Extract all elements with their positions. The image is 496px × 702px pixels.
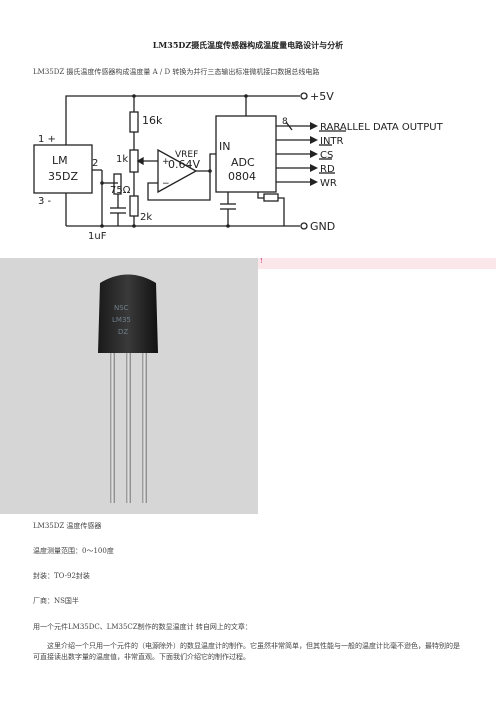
article-body: 这里介绍一个只用一个元件的（电源除外）的数显温度计的制作。它虽然非常简单，但其性… [33, 641, 463, 663]
label-pin2: 2 [92, 158, 98, 169]
label-1k: 1k [116, 154, 128, 165]
label-2k: 2k [140, 212, 152, 223]
sensor-photo: NSC LM35 DZ [0, 258, 258, 514]
resistor-16k [129, 111, 139, 133]
opamp [157, 148, 198, 194]
label-parallel-output: RARALLEL DATA OUTPUT [320, 122, 444, 133]
article-source: 用一个元件LM35DC、LM35CZ制作的数显温度计 转自网上的文章： [33, 623, 252, 631]
chip-marking-1: NSC [114, 304, 129, 312]
spec-range: 温度测量范围：0～100度 [33, 547, 114, 555]
to92-body [98, 274, 158, 353]
label-16k: 16k [142, 114, 163, 127]
label-opamp-minus: − [162, 179, 170, 189]
label-rd: RD [320, 164, 335, 175]
vcc-terminal [300, 92, 308, 100]
label-vref-value: 0.64V [168, 158, 200, 171]
label-5v: +5V [310, 90, 334, 103]
label-vref: VREF [175, 150, 198, 160]
label-adc-in: IN [219, 140, 230, 153]
resistor-2k [129, 195, 139, 217]
article-body-text: 这里介绍一个只用一个元件的（电源除外）的数显温度计的制作。它虽然非常简单，但其性… [33, 642, 460, 661]
label-pin1: 1 + [38, 134, 56, 145]
label-adc: ADC [231, 156, 255, 169]
spec-package: 封装：TO-92封装 [33, 572, 90, 580]
gnd-terminal [300, 222, 308, 230]
pink-strip [258, 258, 496, 269]
to92-leads [110, 353, 147, 503]
chip-marking-3: DZ [118, 328, 128, 336]
error-mark: ! [260, 258, 263, 265]
label-gnd: GND [310, 220, 335, 233]
label-lm: LM [52, 154, 68, 167]
label-opamp-plus: + [162, 157, 170, 167]
spec-maker: 厂商：NS国半 [33, 597, 79, 605]
label-bus-width: 8 [282, 117, 288, 127]
vcc-rail [65, 95, 300, 145]
label-pin3: 3 - [38, 196, 52, 207]
intro-text: LM35DZ 摄氏温度传感器构成温度量 A / D 转换为并行三态输出标准微机接… [33, 68, 320, 76]
label-75: 75Ω [110, 185, 131, 196]
chip-marking-2: LM35 [112, 316, 131, 324]
circuit-diagram: +5V GND 16k 1k 75Ω 2k VREF 0.64V 1uF LM … [33, 90, 444, 242]
label-intr: INTR [320, 136, 344, 147]
lm35-box [33, 144, 93, 194]
label-0804: 0804 [228, 170, 256, 183]
spec-sensor: LM35DZ 温度传感器 [33, 522, 102, 530]
label-cap: 1uF [88, 231, 107, 242]
label-wr: WR [320, 178, 337, 189]
label-35dz: 35DZ [48, 170, 78, 183]
label-cs: CS [320, 150, 333, 161]
page-title: LM35DZ摄氏温度传感器构成温度量电路设计与分析 [152, 40, 344, 50]
